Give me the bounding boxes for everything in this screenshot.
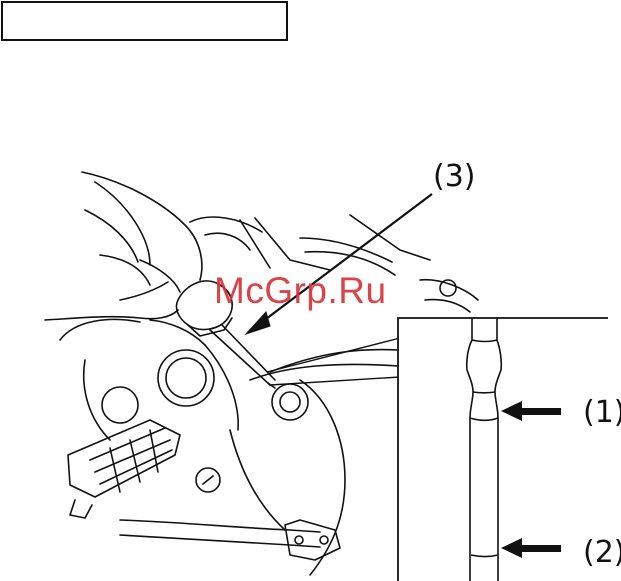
zoom-line-bottom [270,377,400,385]
arrowhead-3 [246,312,270,334]
callout-1: (1) [583,398,621,428]
callout-2: (2) [583,538,621,568]
engine-case-drawing [60,319,398,575]
footpeg-drawing [68,420,180,518]
brake-pedal-drawing [120,520,340,560]
callout-3: (3) [433,162,476,192]
watermark: McGrp.Ru [214,270,387,312]
zoom-line-top [267,338,400,372]
